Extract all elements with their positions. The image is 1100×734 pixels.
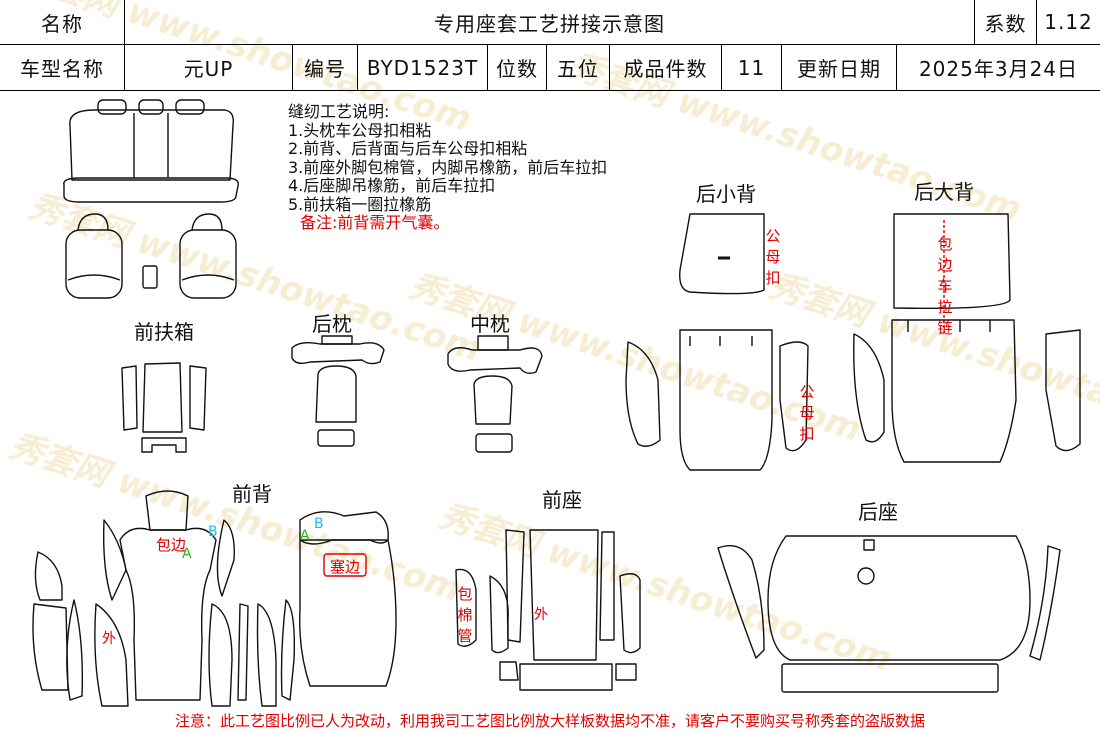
name-label: 名称 (0, 0, 125, 45)
wrap-edge-note: 包边 (156, 536, 187, 554)
section-label-rear-pillow: 后枕 (312, 312, 352, 336)
note-item: 3.前座外脚包棉管，内脚吊橡筋，前后车拉扣 (288, 157, 608, 177)
notes-title: 缝纫工艺说明: (288, 102, 390, 121)
sewing-notes: 缝纫工艺说明: 1.头枕车公母扣相粘 2.前背、后背面与后车公母扣相粘 3.前座… (288, 102, 608, 233)
note-item: 4.后座脚吊橡筋，前后车拉扣 (288, 176, 496, 195)
rear-small-back-pattern (625, 213, 809, 471)
front-back-pattern (32, 490, 397, 707)
page-title: 专用座套工艺拼接示意图 (125, 0, 975, 45)
section-label-front-back: 前背 (232, 482, 272, 506)
remark: 备注:前背需开气囊。 (300, 213, 450, 232)
seat-value: 五位 (547, 45, 610, 91)
note-item: 5.前扶箱一圈拉橡筋 (288, 194, 432, 214)
front-seat-pattern (455, 529, 641, 691)
seat-label: 位数 (488, 45, 547, 91)
buckle-note: 公母扣 (799, 383, 815, 443)
pieces-value: 11 (722, 45, 782, 91)
rear-big-back-pattern (853, 213, 1081, 463)
buckle-note: 公母扣 (765, 227, 781, 287)
coef-value: 1.12 (1037, 0, 1100, 45)
seat-overview-illustration (63, 99, 239, 299)
code-value: BYD1523T (358, 45, 488, 91)
date-value: 2025年3月24日 (897, 45, 1100, 91)
date-label: 更新日期 (782, 45, 897, 91)
letter-b: B (314, 516, 324, 532)
pieces-label: 成品件数 (610, 45, 722, 91)
section-label-mid-pillow: 中枕 (470, 312, 510, 336)
note-item: 2.前背、后背面与后车公母扣相粘 (288, 139, 528, 158)
tuck-edge-note: 塞边 (330, 558, 361, 576)
front-armrest-pattern (121, 362, 207, 453)
model-value: 元UP (125, 45, 293, 91)
letter-a: A (182, 546, 192, 562)
section-label-rear-small-back: 后小背 (696, 182, 756, 206)
code-label: 编号 (293, 45, 358, 91)
section-label-rear-big-back: 后大背 (914, 180, 974, 204)
rear-seat-pattern (717, 535, 1061, 693)
middle-pillow-pattern (447, 335, 543, 453)
letter-a: A (300, 528, 310, 544)
zipper-note: 包边车拉链 (937, 235, 953, 337)
rear-pillow-pattern (291, 335, 385, 447)
letter-b: B (208, 524, 218, 540)
pattern-drawings (32, 99, 1081, 707)
note-item: 1.头枕车公母扣相粘 (288, 120, 432, 140)
section-label-front-seat: 前座 (542, 488, 582, 512)
outer-note: 外 (534, 607, 548, 623)
coef-label: 系数 (975, 0, 1037, 45)
footer-warning: 注意：此工艺图比例已人为改动，利用我司工艺图比例放大样板数据均不准，请客户不要购… (174, 712, 925, 730)
cotton-tube-note: 包棉管 (457, 585, 473, 645)
section-label-rear-seat: 后座 (858, 500, 898, 524)
section-label-front-armrest: 前扶箱 (134, 320, 194, 344)
model-label: 车型名称 (0, 45, 125, 91)
outer-note: 外 (102, 631, 116, 647)
header-table: 名称 专用座套工艺拼接示意图 系数 1.12 车型名称 元UP 编号 BYD15… (0, 0, 1100, 91)
